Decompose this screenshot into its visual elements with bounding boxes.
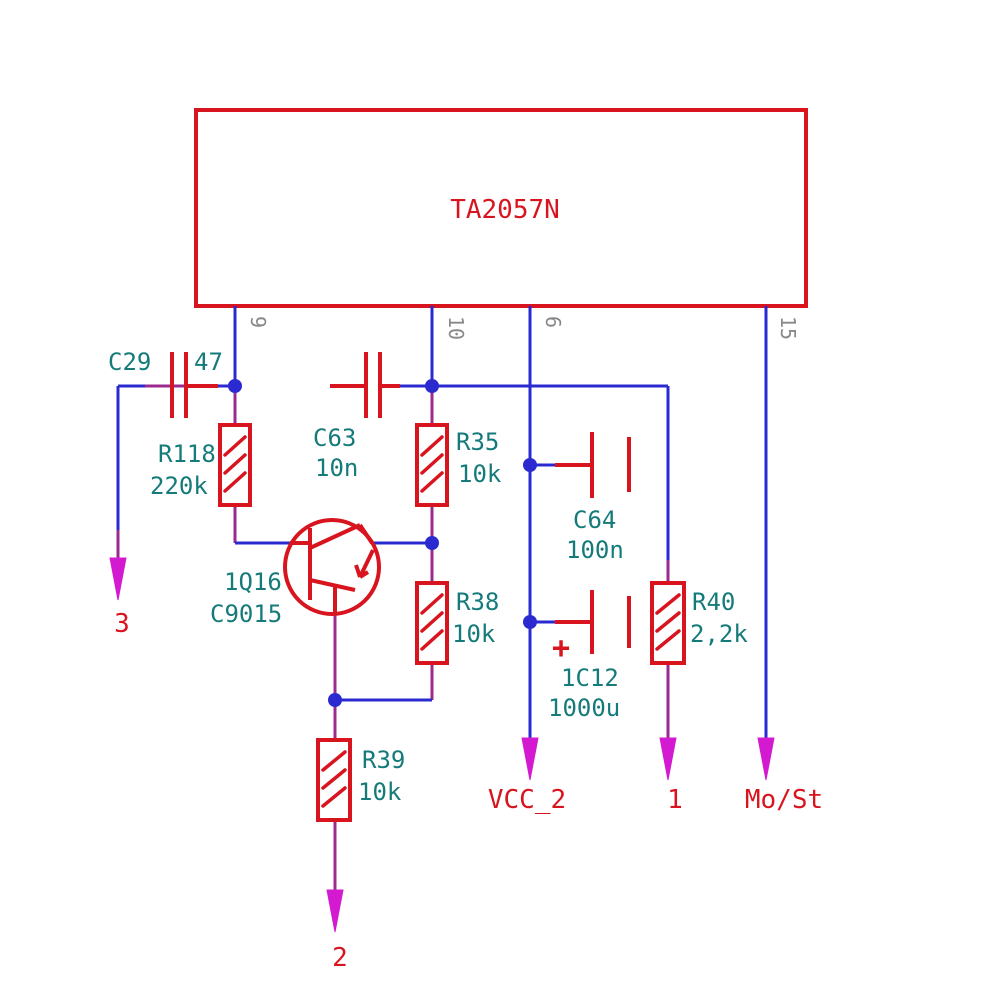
q16-ref: 1Q16 bbox=[224, 568, 282, 596]
net-3-label: 3 bbox=[114, 609, 130, 639]
resistor-r118 bbox=[218, 423, 252, 507]
resistor-r35 bbox=[415, 423, 449, 507]
capacitor-1c12 bbox=[555, 590, 631, 654]
c29-value: 47 bbox=[194, 348, 223, 376]
q16-value: C9015 bbox=[210, 600, 282, 628]
ic-body bbox=[194, 108, 808, 308]
net-1-label: 1 bbox=[667, 785, 683, 815]
r38-ref: R38 bbox=[456, 588, 499, 616]
ic-name: TA2057N bbox=[450, 195, 560, 225]
r118-value: 220k bbox=[150, 472, 208, 500]
c12-value: 1000u bbox=[548, 694, 620, 722]
r40-ref: R40 bbox=[692, 588, 735, 616]
pin-10-label: 10 bbox=[444, 316, 468, 340]
pin-15-label: 15 bbox=[776, 316, 800, 340]
net-3-arrow-icon bbox=[109, 557, 127, 601]
r118-ref: R118 bbox=[158, 440, 216, 468]
resistor-r40 bbox=[650, 581, 686, 665]
net-2-arrow-icon bbox=[326, 889, 344, 933]
c29-ref: C29 bbox=[108, 348, 151, 376]
transistor-1q16 bbox=[283, 518, 381, 616]
c12-ref: 1C12 bbox=[561, 664, 619, 692]
capacitor-c63 bbox=[330, 352, 400, 418]
r35-value: 10k bbox=[458, 460, 502, 488]
capacitor-c64 bbox=[555, 432, 631, 498]
r38-value: 10k bbox=[452, 620, 496, 648]
c12-polarity: + bbox=[552, 631, 570, 666]
junctions bbox=[228, 379, 537, 707]
c64-ref: C64 bbox=[573, 506, 616, 534]
net-vcc-label: VCC_2 bbox=[488, 785, 566, 815]
net-most-label: Mo/St bbox=[745, 785, 823, 815]
r39-ref: R39 bbox=[362, 746, 405, 774]
r40-value: 2,2k bbox=[690, 620, 748, 648]
r35-ref: R35 bbox=[456, 428, 499, 456]
pin-6-label: 6 bbox=[541, 316, 565, 328]
resistor-r38 bbox=[415, 581, 449, 665]
c64-value: 100n bbox=[566, 536, 624, 564]
c63-value: 10n bbox=[315, 454, 358, 482]
net-most-arrow-icon bbox=[757, 737, 775, 781]
net-2-label: 2 bbox=[332, 943, 348, 973]
pin-9-label: 9 bbox=[246, 316, 270, 328]
net-1-arrow-icon bbox=[659, 737, 677, 781]
c63-ref: C63 bbox=[313, 424, 356, 452]
r39-value: 10k bbox=[358, 778, 402, 806]
capacitor-c29 bbox=[145, 352, 218, 418]
resistor-r39 bbox=[316, 738, 352, 822]
net-vcc-arrow-icon bbox=[521, 737, 539, 781]
